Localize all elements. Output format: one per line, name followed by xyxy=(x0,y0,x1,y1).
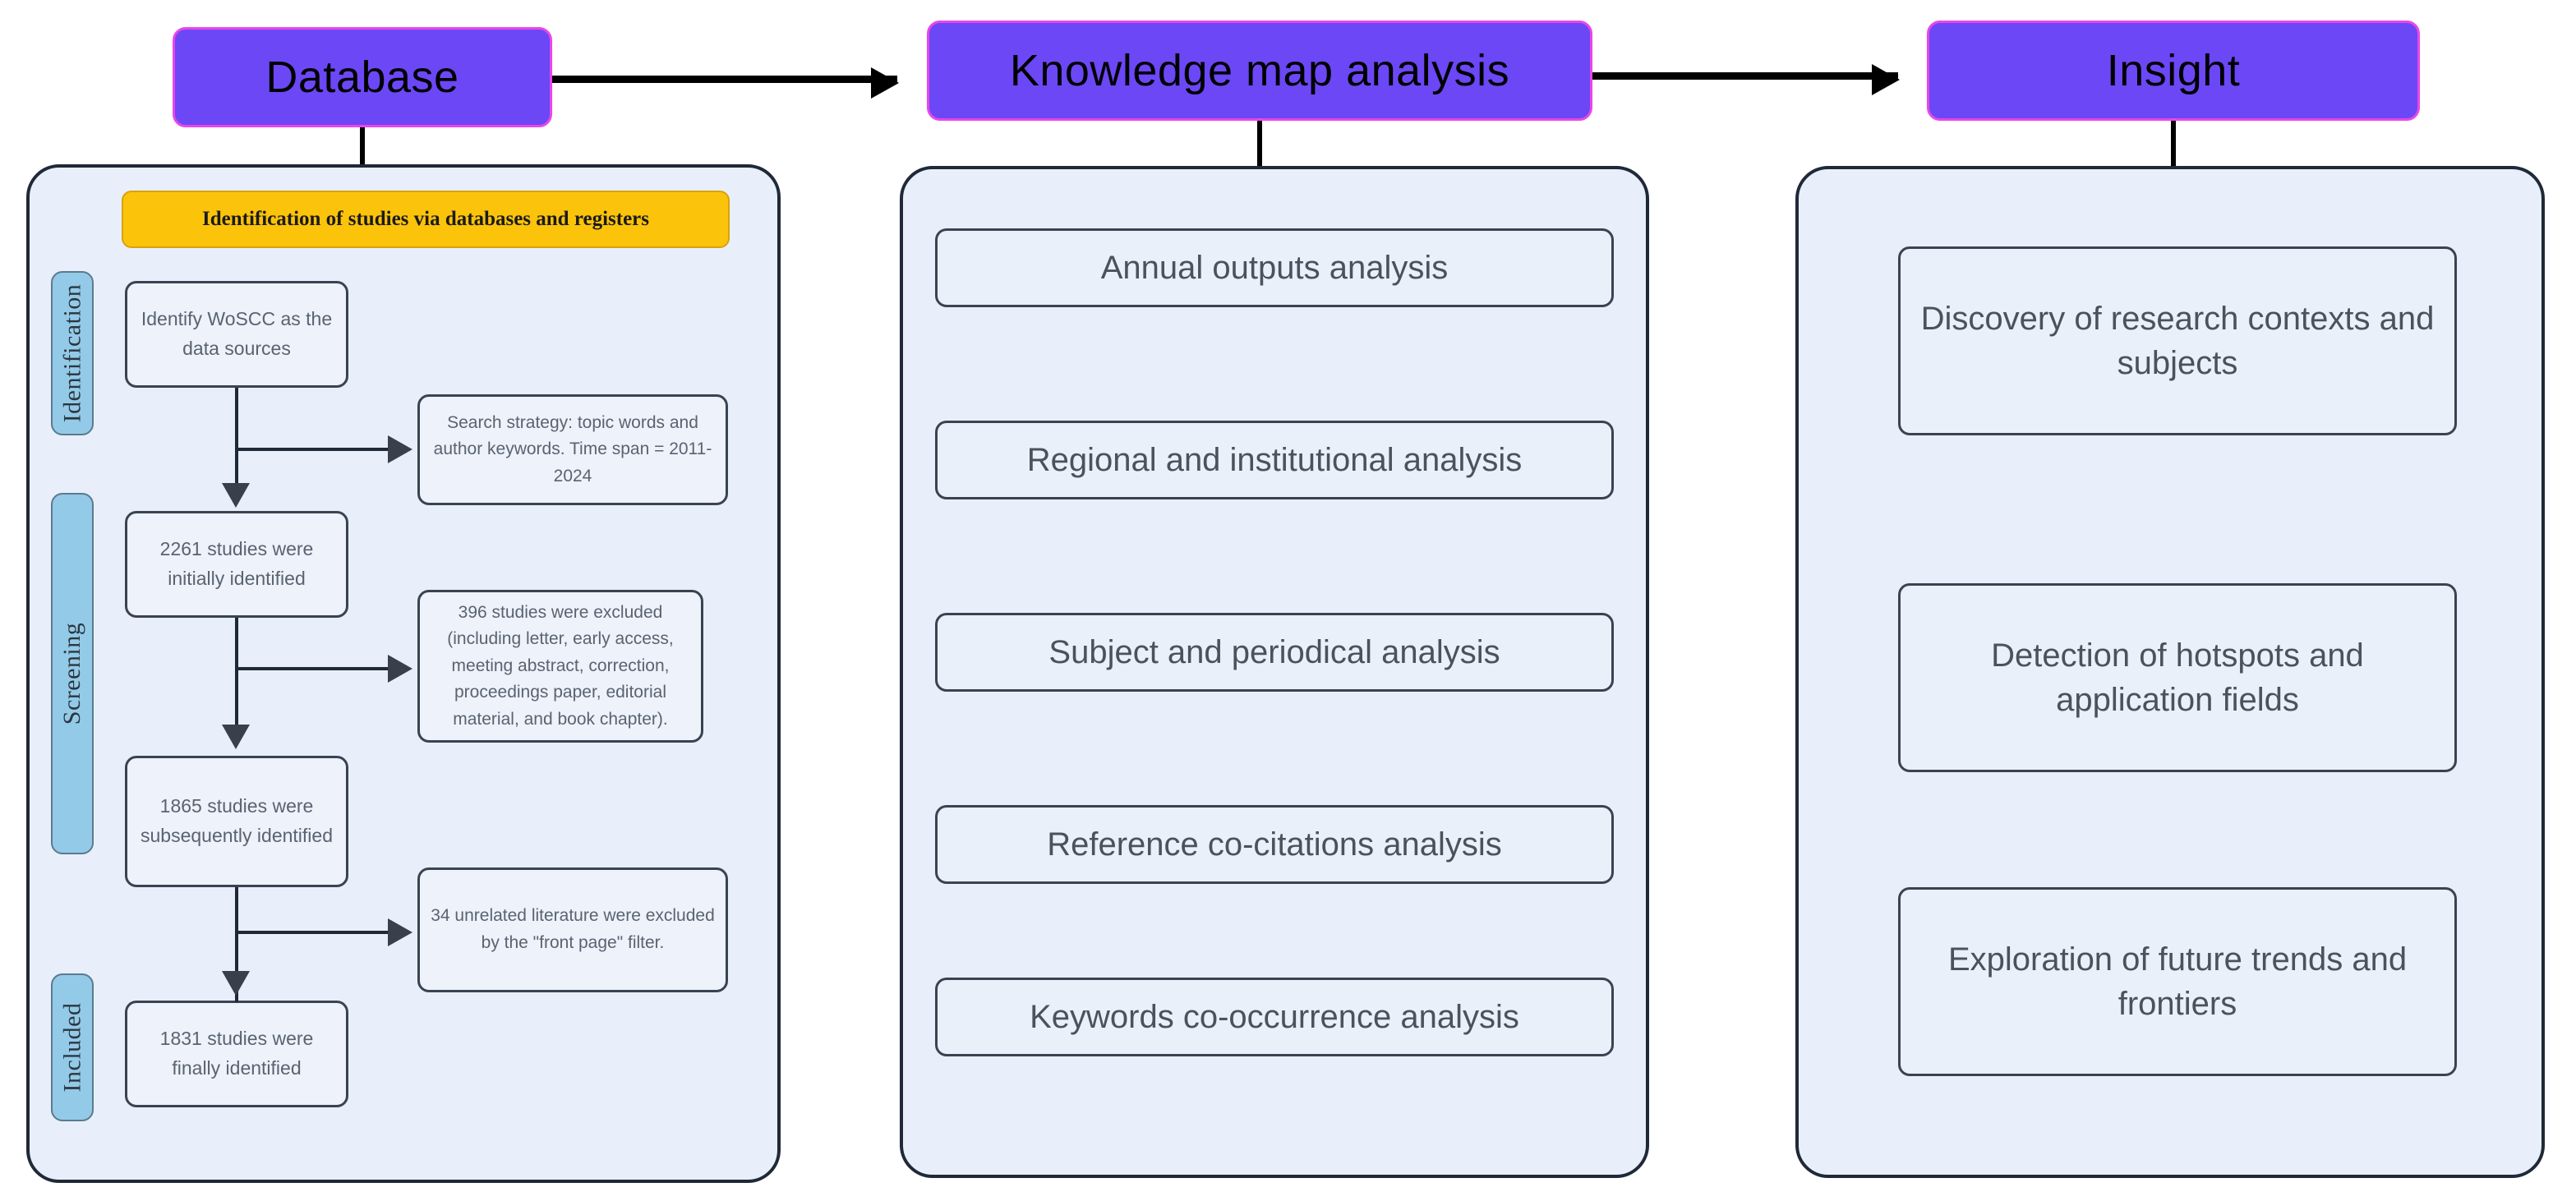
analysis-item-annual-outputs[interactable]: Annual outputs analysis xyxy=(935,228,1614,307)
connector-initial-down xyxy=(235,618,238,729)
stage-tab-included: Included xyxy=(51,973,94,1121)
flow-box-finally-identified: 1831 studies were finally identified xyxy=(125,1001,348,1107)
flow-box-initially-identified: 2261 studies were initially identified xyxy=(125,511,348,618)
header-insight[interactable]: Insight xyxy=(1927,21,2420,121)
flow-box-subsequently-identified: 1865 studies were subsequently identifie… xyxy=(125,756,348,887)
arrow-knowledge-map-to-insight-icon xyxy=(1592,64,1900,95)
flow-box-search-strategy: Search strategy: topic words and author … xyxy=(417,394,728,505)
analysis-item-regional-institutional[interactable]: Regional and institutional analysis xyxy=(935,421,1614,499)
connector-wosc-down xyxy=(235,388,238,488)
prisma-banner: Identification of studies via databases … xyxy=(122,191,730,248)
connector-database-to-panel xyxy=(360,127,365,167)
connector-subsequent-to-unrelated xyxy=(235,931,391,934)
header-database[interactable]: Database xyxy=(173,27,552,127)
stage-tab-included-label: Included xyxy=(58,1002,85,1093)
analysis-item-keywords-co-occurrence[interactable]: Keywords co-occurrence analysis xyxy=(935,978,1614,1056)
flow-box-excluded-studies: 396 studies were excluded (including let… xyxy=(417,590,703,743)
analysis-item-reference-co-citations[interactable]: Reference co-citations analysis xyxy=(935,805,1614,884)
arrowhead-down-to-final-icon xyxy=(222,971,250,996)
arrowhead-down-to-subsequent-icon xyxy=(222,725,250,749)
connector-knowledge-map-to-panel xyxy=(1257,121,1262,168)
stage-tab-screening-label: Screening xyxy=(58,622,85,725)
header-knowledge-map-analysis[interactable]: Knowledge map analysis xyxy=(927,21,1592,121)
arrowhead-right-to-excluded-icon xyxy=(388,655,412,683)
arrowhead-down-to-initial-icon xyxy=(222,483,250,508)
arrow-database-to-knowledge-map-icon xyxy=(552,67,899,99)
analysis-item-subject-periodical[interactable]: Subject and periodical analysis xyxy=(935,613,1614,692)
connector-subsequent-down xyxy=(235,887,238,1002)
flow-box-unrelated-excluded: 34 unrelated literature were excluded by… xyxy=(417,867,728,992)
connector-wosc-to-strategy xyxy=(235,448,391,451)
insight-item-hotspots-application-fields[interactable]: Detection of hotspots and application fi… xyxy=(1898,583,2457,772)
insight-item-research-contexts[interactable]: Discovery of research contexts and subje… xyxy=(1898,246,2457,435)
connector-insight-to-panel xyxy=(2171,121,2176,168)
stage-tab-identification-label: Identification xyxy=(58,283,86,423)
insight-item-future-trends-frontiers[interactable]: Exploration of future trends and frontie… xyxy=(1898,887,2457,1076)
connector-initial-to-excluded xyxy=(235,667,391,670)
flow-box-identify-wosc: Identify WoSCC as the data sources xyxy=(125,281,348,388)
arrowhead-right-to-strategy-icon xyxy=(388,435,412,463)
stage-tab-identification: Identification xyxy=(51,271,94,435)
stage-tab-screening: Screening xyxy=(51,493,94,854)
arrowhead-right-to-unrelated-icon xyxy=(388,918,412,946)
